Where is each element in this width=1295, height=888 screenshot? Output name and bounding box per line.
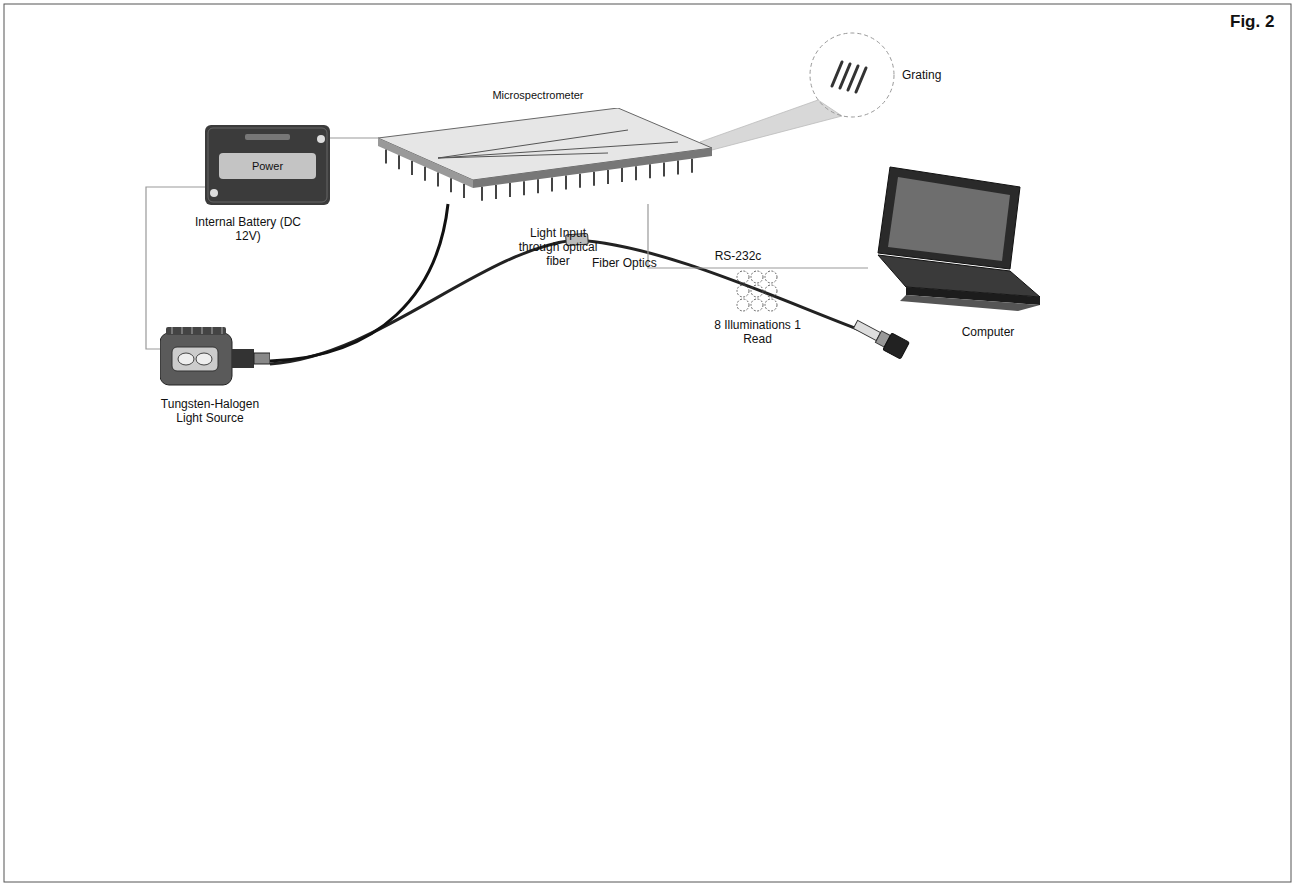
edge-label: RS-232c: [713, 249, 764, 263]
computer-laptop-art: [868, 165, 1043, 315]
computer-laptop: Computer: [868, 165, 1043, 315]
figure-number: Fig. 2: [1230, 12, 1274, 32]
part-label: Tungsten-Halogen Light Source: [150, 397, 270, 425]
connector: [330, 137, 378, 138]
part-label: Fiber Optics: [592, 256, 657, 270]
grating-magnifier: [700, 33, 894, 150]
connector: [648, 204, 868, 268]
panel-text: Power: [219, 159, 316, 173]
part-label: Internal Battery (DC 12V): [193, 215, 303, 243]
part-label: Microspectrometer: [458, 88, 618, 102]
part-label: 8 Illuminations 1 Read: [700, 318, 815, 346]
fiber-bundle-icon: [737, 271, 777, 311]
microspectrometer-chip: Microspectrometer: [378, 108, 712, 204]
part-label: Computer: [938, 325, 1038, 339]
part-label: Grating: [902, 68, 941, 82]
microspectrometer-chip-art: [378, 108, 712, 204]
fiber-probe: [851, 316, 909, 359]
connector: [146, 187, 205, 349]
light-source: Tungsten-Halogen Light Source: [160, 325, 270, 390]
light-source-art: [160, 325, 270, 390]
figure-frame: [4, 4, 1291, 882]
battery-box: PowerInternal Battery (DC 12V): [205, 125, 330, 205]
